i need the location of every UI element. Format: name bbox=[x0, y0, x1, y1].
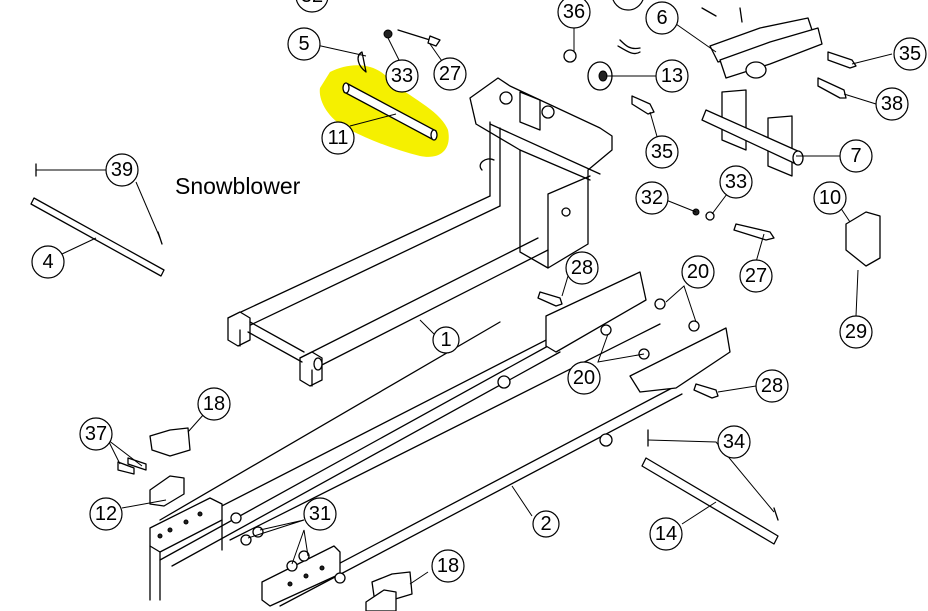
callout-6: 6 bbox=[645, 1, 679, 35]
callout-31: 31 bbox=[303, 497, 337, 531]
callout-11: 11 bbox=[321, 121, 355, 155]
part-10-bracket bbox=[845, 211, 881, 267]
callout-27: 27 bbox=[433, 57, 467, 91]
svg-text:13: 13 bbox=[661, 65, 683, 87]
svg-text:18: 18 bbox=[437, 555, 459, 577]
part-31-nut-c bbox=[286, 560, 298, 572]
part-2-frame bbox=[149, 271, 731, 607]
part-18-shackle-a bbox=[149, 427, 191, 457]
svg-text:28: 28 bbox=[571, 257, 593, 279]
callout-28-b: 28 bbox=[755, 369, 789, 403]
callout-13: 13 bbox=[655, 59, 689, 93]
svg-text:32: 32 bbox=[641, 187, 663, 209]
svg-text:35: 35 bbox=[651, 141, 673, 163]
svg-text:34: 34 bbox=[723, 431, 745, 453]
svg-text:29: 29 bbox=[845, 321, 867, 343]
callout-32: 32 bbox=[295, 0, 329, 13]
part-27-bolt-right bbox=[733, 223, 775, 241]
callout-29: 29 bbox=[839, 315, 873, 349]
svg-text:6: 6 bbox=[656, 7, 667, 29]
svg-text:12: 12 bbox=[95, 503, 117, 525]
part-28-bolt-b bbox=[693, 383, 719, 399]
svg-text:2: 2 bbox=[540, 513, 551, 535]
svg-text:32: 32 bbox=[301, 0, 323, 7]
callout-12: 12 bbox=[89, 497, 123, 531]
callout-20-b: 20 bbox=[567, 361, 601, 395]
svg-text:31: 31 bbox=[309, 503, 331, 525]
svg-text:37: 37 bbox=[85, 423, 107, 445]
callout-18-a: 18 bbox=[197, 387, 231, 421]
part-20-nut-c bbox=[600, 324, 612, 336]
svg-text:11: 11 bbox=[328, 127, 349, 149]
svg-text:38: 38 bbox=[881, 93, 903, 115]
callout-2: 2 bbox=[532, 510, 560, 538]
callout-36: 36 bbox=[557, 0, 591, 29]
callout-33-b: 33 bbox=[719, 165, 753, 199]
svg-text:33: 33 bbox=[391, 65, 413, 87]
part-31-nut-a bbox=[240, 534, 252, 546]
callout-33: 33 bbox=[385, 59, 419, 93]
part-33-nut bbox=[383, 29, 393, 39]
svg-text:4: 4 bbox=[42, 251, 53, 273]
callout-5: 5 bbox=[287, 27, 321, 61]
part-36-nut bbox=[563, 49, 577, 63]
part-14-rod bbox=[641, 429, 779, 545]
svg-text:39: 39 bbox=[111, 159, 133, 181]
callout-20-a: 20 bbox=[681, 255, 715, 289]
callout-38: 38 bbox=[875, 87, 909, 121]
callout-10: 10 bbox=[813, 181, 847, 215]
svg-text:8: 8 bbox=[622, 0, 633, 5]
diagram-title: Snowblower bbox=[175, 173, 301, 199]
svg-text:5: 5 bbox=[298, 33, 309, 55]
callout-28-a: 28 bbox=[565, 251, 599, 285]
svg-text:7: 7 bbox=[850, 145, 861, 167]
svg-text:36: 36 bbox=[563, 1, 585, 23]
svg-text:20: 20 bbox=[573, 367, 595, 389]
callout-14: 14 bbox=[649, 517, 683, 551]
svg-text:27: 27 bbox=[745, 265, 767, 287]
part-12-plate bbox=[149, 475, 185, 507]
part-12-plate-b bbox=[365, 589, 397, 611]
svg-text:35: 35 bbox=[899, 43, 921, 65]
svg-text:27: 27 bbox=[439, 63, 461, 85]
callout-27-b: 27 bbox=[739, 259, 773, 293]
svg-text:33: 33 bbox=[725, 171, 747, 193]
svg-text:1: 1 bbox=[440, 329, 451, 351]
callout-18-b: 18 bbox=[431, 549, 465, 583]
part-28-bolt-a bbox=[537, 291, 563, 307]
svg-text:10: 10 bbox=[819, 187, 841, 209]
part-20-nut-b bbox=[688, 320, 700, 332]
svg-text:18: 18 bbox=[203, 393, 225, 415]
callout-32-b: 32 bbox=[635, 181, 669, 215]
part-35-bolt-b bbox=[827, 51, 857, 69]
callout-35-a: 35 bbox=[645, 135, 679, 169]
callout-8: 8 bbox=[612, 0, 644, 11]
part-11-pin bbox=[342, 82, 438, 141]
part-37-bolt bbox=[117, 461, 135, 475]
part-35-bolt-a bbox=[631, 95, 655, 115]
callout-34: 34 bbox=[717, 425, 751, 459]
callout-4: 4 bbox=[31, 245, 65, 279]
part-8-hairpin bbox=[617, 39, 641, 55]
part-31-nut-d bbox=[298, 550, 310, 562]
callout-39: 39 bbox=[105, 153, 139, 187]
part-20-nut-a bbox=[654, 298, 666, 310]
callout-7: 7 bbox=[839, 139, 873, 173]
part-38-bolt bbox=[817, 77, 847, 99]
leader-lines bbox=[36, 23, 893, 585]
svg-text:28: 28 bbox=[761, 375, 783, 397]
callout-1: 1 bbox=[432, 326, 460, 354]
part-13-pulley bbox=[587, 61, 613, 91]
callouts: 5 32 33 27 11 39 4 1 2 28 20 20 28 34 14… bbox=[31, 0, 927, 583]
part-6-bracket bbox=[701, 7, 823, 79]
part-7-bracket bbox=[701, 89, 804, 177]
svg-text:14: 14 bbox=[655, 523, 677, 545]
part-1-frame bbox=[227, 77, 613, 387]
callout-37: 37 bbox=[79, 417, 113, 451]
callout-35-b: 35 bbox=[893, 37, 927, 71]
part-37-bolt-b bbox=[127, 457, 147, 471]
svg-text:20: 20 bbox=[687, 261, 709, 283]
part-27-bolt bbox=[397, 29, 441, 47]
